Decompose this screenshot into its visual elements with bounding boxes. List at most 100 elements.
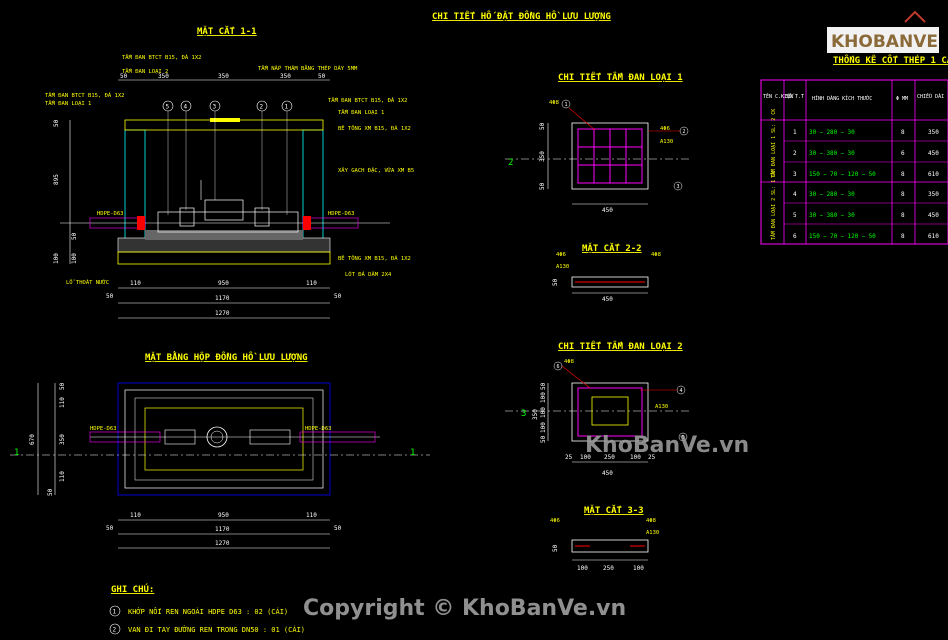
slab2-dim-bottom-3: 250 [604, 454, 615, 461]
row-1-len: 350 [928, 129, 939, 136]
section3-outline [571, 539, 649, 553]
dim-top-1: 50 [120, 73, 128, 80]
th-dia: Φ MM [896, 96, 908, 102]
label-slab-type2: TẤM ĐAN LOẠI 2 [122, 68, 168, 75]
notes: GHI CHÚ: 1 KHỚP NỐI REN NGOÀI HDPE D63 :… [109, 583, 305, 635]
label-concrete-collar: BÊ TÔNG XM B15, ĐÁ 1X2 [338, 124, 411, 132]
label-slab-right2: TẤM ĐAN LOẠI 1 [338, 109, 384, 116]
plan-axis-right: 1 [410, 448, 415, 458]
slab2-axis: 3 [521, 409, 526, 419]
plan-chamber [144, 407, 304, 471]
row-1-shape: 30 ⎯ 280 ⎯ 30 [809, 129, 855, 136]
label-stone-base: LÓT ĐÁ DĂM 2X4 [345, 271, 392, 278]
section-1-1-title: MẶT CẮT 1-1 [197, 25, 257, 37]
section-1-1-markers: 5 4 3 2 1 [162, 100, 293, 215]
wall-right [302, 129, 324, 251]
s22-rebar-c: 4Φ8 [651, 252, 661, 258]
label-slab-top: TẤM ĐAN BTCT B15, ĐÁ 1X2 [122, 54, 201, 61]
plan-dim-left-3: 350 [59, 434, 66, 445]
row-5-no: 5 [793, 212, 797, 219]
dim-top-5: 50 [318, 73, 326, 80]
dim-bottom-side-1: 50 [106, 293, 114, 300]
plan-wall-outer [124, 389, 324, 489]
s33-dim-bottom-1: 100 [577, 565, 588, 572]
plan-view: MẶT BẰNG HỘP ĐỒNG HỒ LƯU LƯỢNG HDPE-D63 … [10, 351, 430, 549]
plan-dim-left-1: 50 [59, 382, 66, 390]
row-1-dia: 8 [901, 129, 905, 136]
dim-top-2: 350 [158, 73, 169, 80]
slab2-dim-bottom-5: 25 [648, 454, 656, 461]
slab2-outline [571, 382, 649, 442]
slab-type-1-title: CHI TIẾT TẤM ĐAN LOẠI 1 [558, 71, 683, 83]
label-slab-right: TẤM ĐAN BTCT B15, ĐÁ 1X2 [328, 97, 407, 104]
slab2-marker-6: 6 [557, 364, 560, 370]
s33-dim-left: 50 [552, 544, 559, 552]
dim-bottom-2: 950 [218, 280, 229, 287]
slab2-dim-left-5: 50 [540, 435, 547, 443]
plan-hdpe-right: HDPE-D63 [305, 426, 332, 432]
slab1-dim-left-1: 50 [539, 122, 546, 130]
section2-outline [571, 276, 649, 288]
slab1-dim-bottom: 450 [602, 207, 613, 214]
note-2-text: VAN ĐI TAY ĐƯỜNG REN TRONG DN50 : 01 (CÁ… [128, 625, 305, 634]
s22-rebar-a: 4Φ6 [556, 252, 566, 258]
slab1-dim-left-2: 350 [539, 151, 546, 162]
stone-base [117, 251, 331, 265]
dim-total-2: 1270 [215, 310, 230, 317]
plan-dim-total-2: 1270 [215, 540, 230, 547]
plan-meter-icon [206, 426, 228, 448]
watermark-bottom: Copyright © KhoBanVe.vn [303, 596, 626, 621]
plan-dim-bottom-2: 950 [218, 512, 229, 519]
note-1-num: 1 [113, 609, 117, 616]
group-2-label: TẤM ĐAN LOẠI 2 SL: 1 CK [770, 171, 777, 240]
plan-view-title: MẶT BẰNG HỘP ĐỒNG HỒ LƯU LƯỢNG [145, 351, 308, 363]
slab1-rebar-c: A130 [660, 139, 673, 145]
slab2-marker-4: 4 [680, 388, 683, 394]
group-1-label: TẤM ĐAN LOẠI 1 SL: 2 CK [770, 109, 777, 178]
row-2-dia: 6 [901, 150, 905, 157]
plan-dim-total-1: 1170 [215, 526, 230, 533]
label-slab-left: TẤM ĐAN BTCT B15, ĐÁ 1X2 [45, 92, 124, 99]
dim-top-4: 350 [280, 73, 291, 80]
th-no: SỐ T.T [786, 93, 804, 100]
notes-title: GHI CHÚ: [111, 583, 154, 595]
rebar-table-title: THỐNG KÊ CỐT THÉP 1 CẤU [833, 54, 948, 66]
slab2-rebar-b: A130 [655, 404, 668, 410]
row-3-no: 3 [793, 171, 797, 178]
row-6-no: 6 [793, 233, 797, 240]
row-1-no: 1 [793, 129, 797, 136]
marker-5: 5 [166, 104, 170, 111]
row-2-len: 450 [928, 150, 939, 157]
row-4-len: 350 [928, 191, 939, 198]
row-5-len: 450 [928, 212, 939, 219]
s33-rebar-c: A130 [646, 530, 659, 536]
s33-dim-bottom-2: 250 [603, 565, 614, 572]
row-4-dia: 8 [901, 191, 905, 198]
slab-type-2-title: CHI TIẾT TẤM ĐAN LOẠI 2 [558, 340, 683, 352]
row-6-dia: 8 [901, 233, 905, 240]
dim-left-3: 50 [71, 232, 78, 240]
plan-outer [117, 382, 331, 496]
rebar-rows: 1 30 ⎯ 280 ⎯ 30 8 350 2 30 ⎯ 380 ⎯ 30 6 … [793, 129, 939, 240]
row-4-shape: 30 ⎯ 280 ⎯ 30 [809, 191, 855, 198]
label-hdpe-right: HDPE-D63 [328, 211, 355, 217]
s33-rebar-b: 4Φ8 [646, 518, 656, 524]
row-5-dia: 8 [901, 212, 905, 219]
watermark-logo: KHOBANVE [827, 10, 939, 53]
dim-left-5: 100 [53, 253, 60, 264]
marker-2: 2 [260, 104, 264, 111]
label-slab-left2: TẤM ĐAN LOẠI 1 [45, 100, 91, 107]
marker-4: 4 [184, 104, 188, 111]
slab2-dim-left-4: 100 [540, 422, 547, 433]
row-6-shape: 150 ⎯ 70 ⎯ 120 ⎯ 50 [809, 233, 876, 240]
seal-right [303, 216, 311, 230]
main-title: CHI TIẾT HỐ ĐẶT ĐỒNG HỒ LƯU LƯỢNG [432, 10, 611, 22]
dim-left-2: 895 [53, 174, 60, 185]
plan-dim-side-1: 50 [106, 525, 114, 532]
s22-dim-left: 50 [552, 278, 559, 286]
row-3-dia: 8 [901, 171, 905, 178]
slab2-dim-bottom-2: 100 [580, 454, 591, 461]
marker-3: 3 [213, 104, 217, 111]
th-shape: HÌNH DÁNG KÍCH THƯỚC [812, 94, 872, 102]
slab1-axis: 2 [508, 158, 513, 168]
